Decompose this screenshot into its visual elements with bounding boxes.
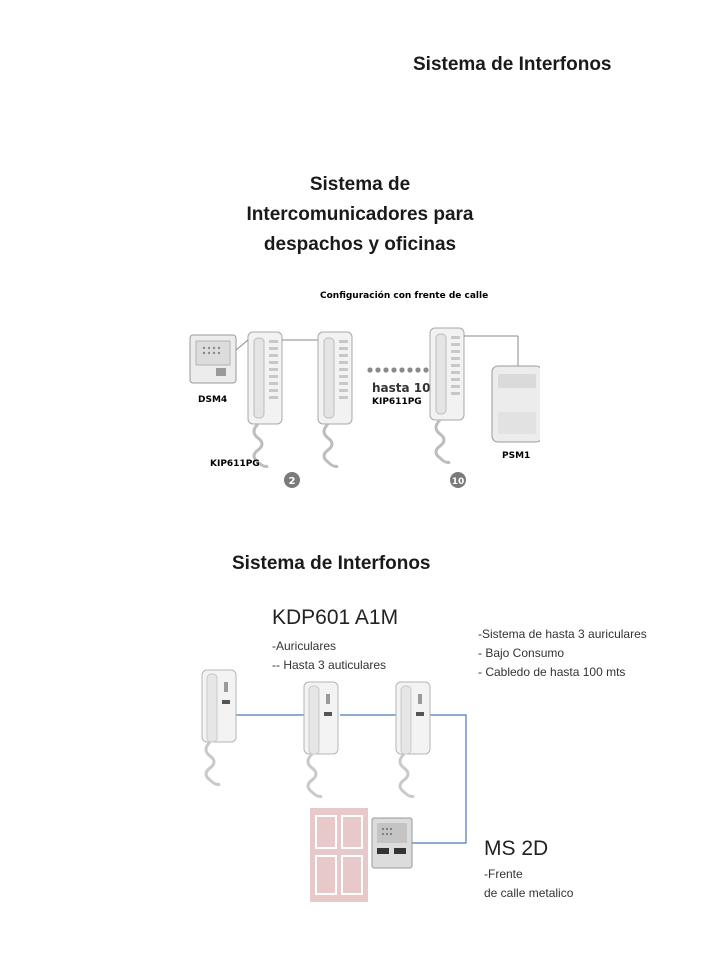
product1-features: -Auriculares -- Hasta 3 auticulares xyxy=(272,637,386,675)
power-supply-image xyxy=(491,365,540,443)
diagram-caption: Configuración con frente de calle xyxy=(320,290,488,301)
badge-last xyxy=(450,472,466,488)
badge-first xyxy=(284,472,300,488)
badge-first-label: 2 xyxy=(289,476,296,487)
heading-line-1: Sistema de xyxy=(309,174,411,195)
badge-last-label: 10 xyxy=(452,477,465,487)
door-image xyxy=(310,808,368,902)
handset-b-image xyxy=(303,681,339,798)
product2-feature-2: de calle metalico xyxy=(484,886,574,900)
wiring xyxy=(236,714,467,844)
system-note-3: - Cabledo de hasta 100 mts xyxy=(478,665,626,679)
product1-feature-1: -Auriculares xyxy=(272,639,337,653)
page-title: Sistema de Interfonos xyxy=(413,54,612,75)
configuration-diagram: Configuración con frente de calle DSM4 K… xyxy=(189,290,540,488)
product2-model: MS 2D xyxy=(484,837,549,860)
handset-image-10 xyxy=(429,327,465,464)
middle-label-line1: hasta 10 xyxy=(372,381,431,395)
section-subtitle: Sistema de Interfonos xyxy=(232,553,431,574)
product1-model: KDP601 A1M xyxy=(272,606,399,629)
psm1-label: PSM1 xyxy=(502,451,530,461)
handset-image-2 xyxy=(317,331,353,468)
product2-feature-1: -Frente xyxy=(484,867,523,881)
section-heading: Sistema de Intercomunicadores para despa… xyxy=(220,170,500,260)
middle-label-line2: KIP611PG xyxy=(372,397,422,407)
handset-a-image xyxy=(201,669,237,786)
dsm4-label: DSM4 xyxy=(198,395,227,405)
handset-image-1 xyxy=(247,331,283,468)
handset-label: KIP611PG xyxy=(210,459,260,469)
handset-c-image xyxy=(395,681,431,798)
system-note-1: -Sistema de hasta 3 auriculares xyxy=(478,627,647,641)
system-note-2: - Bajo Consumo xyxy=(478,646,565,660)
door-station-image xyxy=(189,334,237,384)
heading-line-2: Intercomunicadores para xyxy=(246,204,474,225)
system-notes: -Sistema de hasta 3 auriculares - Bajo C… xyxy=(478,625,647,682)
heading-line-3: despachos y oficinas xyxy=(263,234,457,255)
continuation-dots xyxy=(367,367,429,373)
street-panel-image xyxy=(371,817,413,869)
product2-features: -Frente de calle metalico xyxy=(484,865,573,903)
interphone-diagram xyxy=(201,669,467,902)
product1-feature-2: -- Hasta 3 auticulares xyxy=(272,658,387,672)
